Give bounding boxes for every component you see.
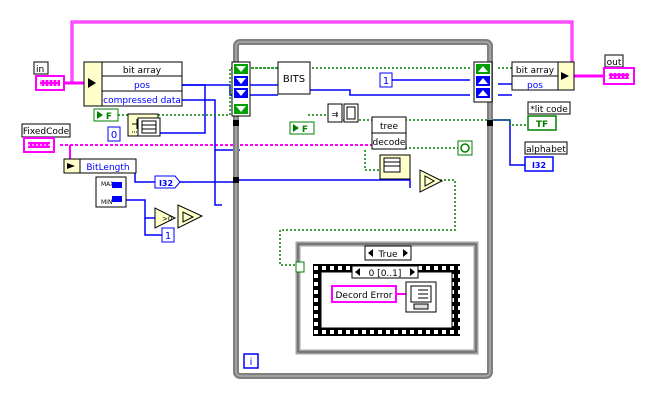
int-wires [125,79,525,236]
loop-condition-terminal [457,140,473,156]
svg-text:I32: I32 [532,161,546,170]
svg-text:tree: tree [380,122,399,132]
svg-text:1: 1 [383,76,389,87]
compare-node-left [177,204,204,229]
greater-than-zero-node: >0 [154,207,177,229]
lit-code-indicator: *lit code TF [527,101,571,131]
max-min-node: MAX MIN [95,176,127,208]
dialog-node [405,281,437,313]
bundle-field-bit-array: bit array [516,66,555,76]
numeric-constant-zero[interactable]: 0 [107,126,121,142]
svg-text:BitLength: BitLength [86,163,129,173]
svg-text:⇉: ⇉ [332,110,339,119]
unbundle-field-compressed: compressed data [103,96,181,106]
svg-text:*lit code: *lit code [530,105,568,115]
svg-text:alphabet: alphabet [526,145,566,155]
array-icon-index [137,117,161,137]
while-loop [233,39,493,379]
fixed-code-control[interactable]: FixedCode [21,123,71,153]
bundle-field-pos: pos [527,81,543,91]
svg-text:TF: TF [536,120,548,130]
sequence-selector[interactable]: 0 [0..1] [351,265,419,279]
greater-than-node [419,169,444,193]
unbundle-field-pos: pos [134,81,150,91]
out-indicator: out [603,54,635,85]
unbundle-field-bit-array: bit array [123,66,162,76]
numeric-constant-one-top[interactable]: 1 [379,72,393,88]
loop-tunnels [233,120,493,183]
in-control[interactable]: in [33,61,65,91]
case-structure [295,241,479,355]
svg-text:FixedCode: FixedCode [23,127,70,137]
loop-index-terminal: i [243,353,259,369]
bool-constant-left[interactable]: F [93,108,119,122]
svg-text:>0: >0 [162,215,172,223]
svg-text:F: F [302,125,308,135]
svg-text:F: F [106,112,112,122]
svg-text:Decord Error: Decord Error [336,291,393,301]
svg-text:I32: I32 [159,179,173,188]
unbundle-by-name: bit array pos compressed data [83,61,183,107]
svg-text:MIN: MIN [101,199,112,206]
svg-text:1: 1 [165,231,171,242]
shift-register-right [473,61,493,103]
i32-conversion: I32 [154,175,181,189]
case-selector[interactable]: True [364,245,412,261]
svg-text:MAX: MAX [101,181,114,188]
tree-decode-subvi: tree decode [371,116,407,150]
shift-register-left [231,61,251,117]
svg-text:0: 0 [111,130,117,141]
bundle-by-name: bit array pos [511,61,575,91]
alphabet-indicator: alphabet I32 [524,141,568,172]
bits-subvi: BITS [277,61,311,95]
svg-text:decode: decode [373,138,406,148]
build-array-node: ⇉ [327,103,359,123]
bitlength-unbundle: BitLength [63,158,137,174]
svg-text:BITS: BITS [283,74,305,85]
array-size-node [379,154,411,180]
svg-text:0 [0..1]: 0 [0..1] [369,269,402,279]
svg-text:True: True [377,250,398,260]
svg-text:out: out [607,58,622,68]
bool-constant-mid[interactable]: F [289,121,315,135]
svg-text:in: in [36,65,44,75]
svg-text:i: i [250,357,253,368]
error-string-constant[interactable]: Decord Error [331,285,397,303]
numeric-constant-one-bottom[interactable]: 1 [161,227,175,243]
